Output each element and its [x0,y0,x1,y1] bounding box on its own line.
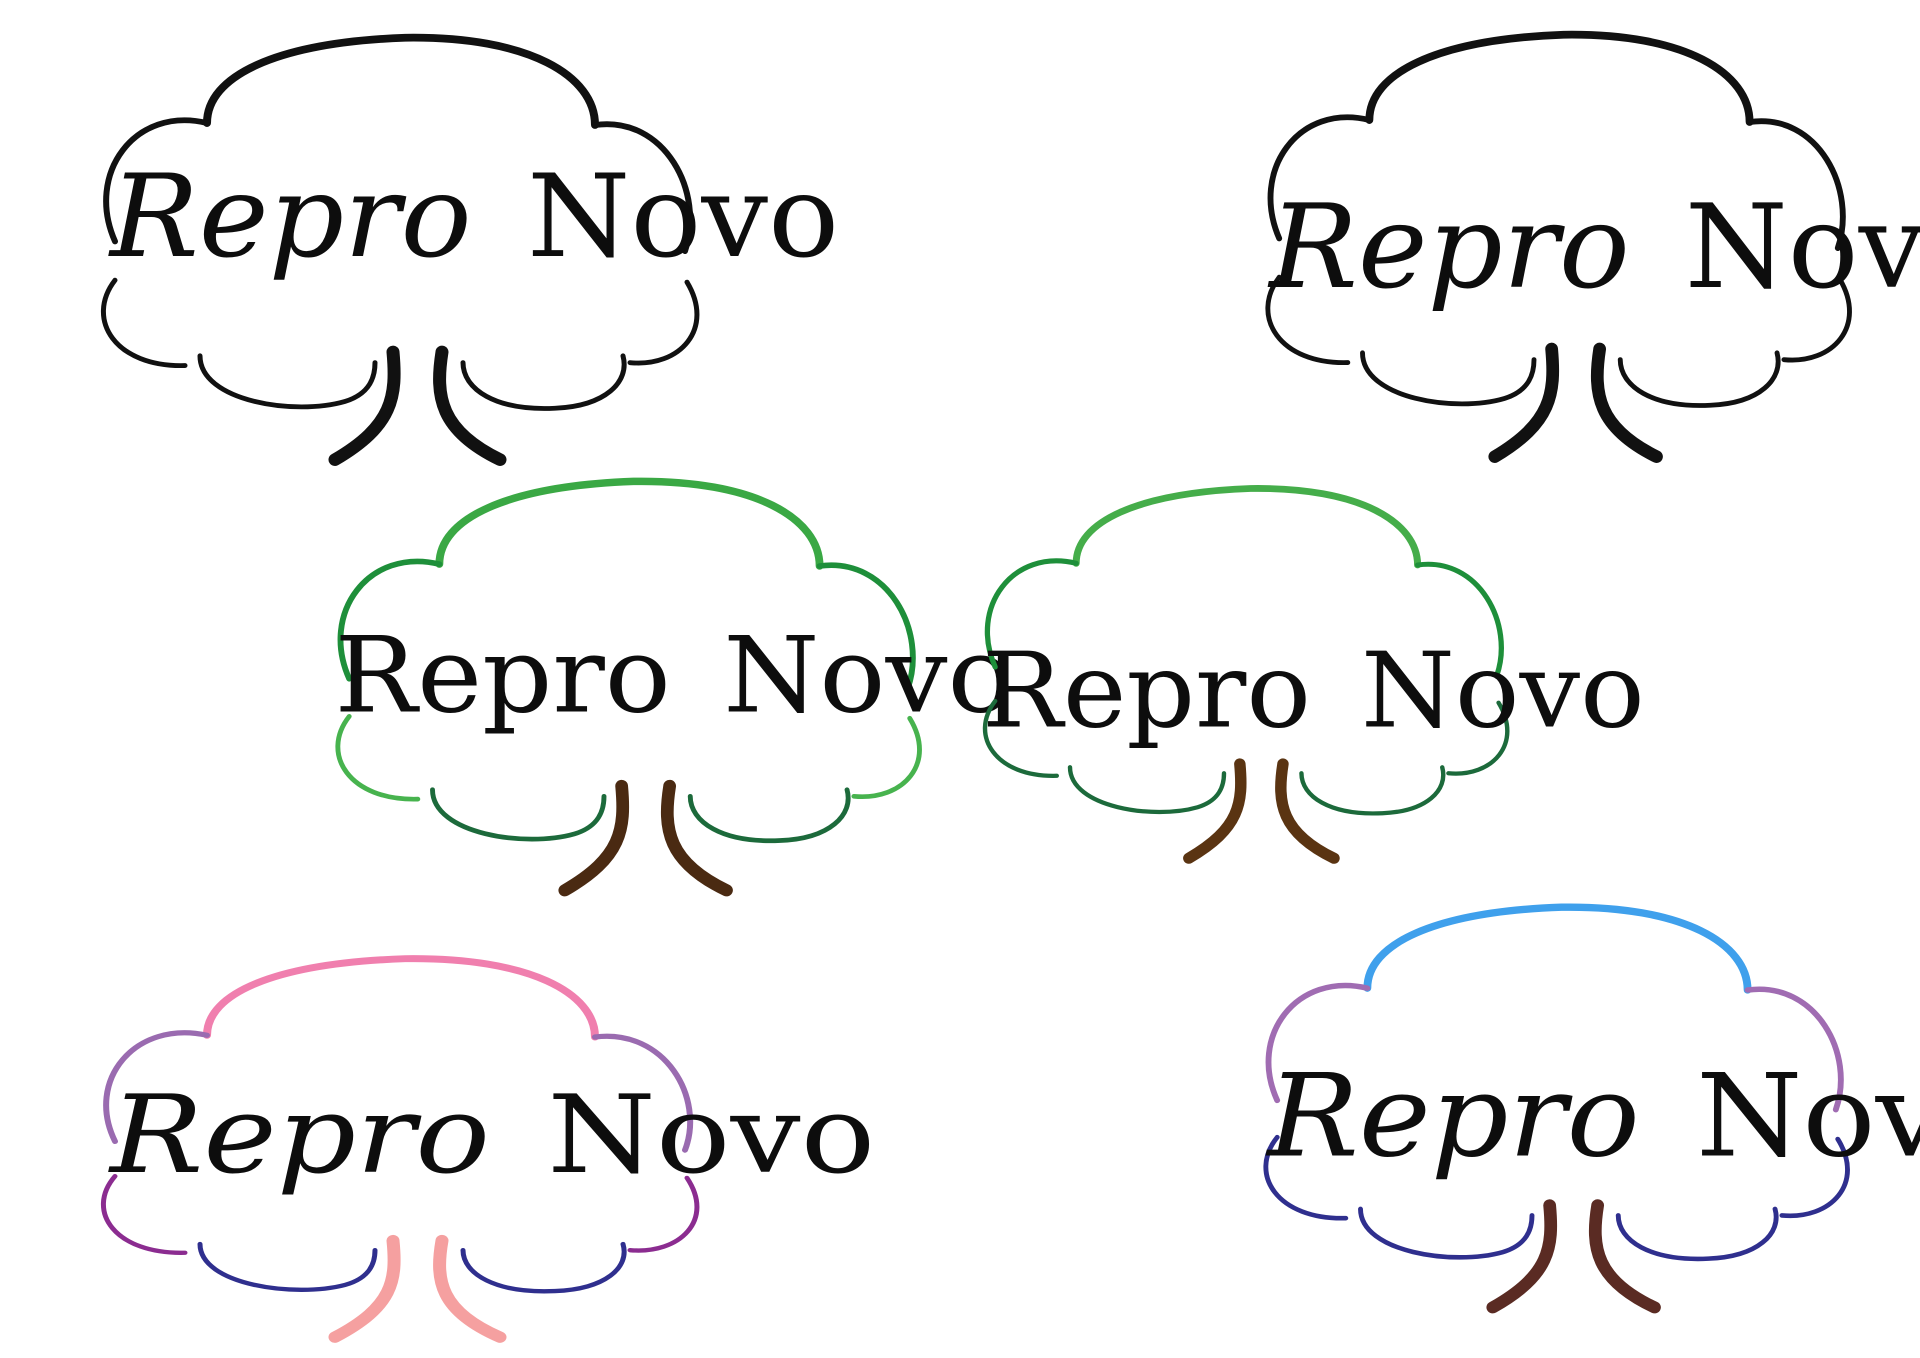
tree-stroke-ul [1267,114,1373,242]
wordmark-repro: Repro [982,630,1311,751]
tree-stroke-ur [1746,118,1846,252]
wordmark-repro: Repro [1267,178,1629,314]
tree-stroke-tl [1486,1199,1558,1314]
tree-stroke-top [435,477,824,570]
tree-outline [101,33,700,466]
tree-stroke-ll [982,698,1059,778]
tree-stroke-ll [335,714,421,802]
wordmark-novo: Novo [1361,630,1645,751]
wordmark: Repro Novo [335,615,1014,737]
tree-outline [335,477,922,897]
wordmark-repro: Repro [108,1073,490,1198]
tree-stroke-tl [328,345,401,466]
tree-stroke-bl [1067,765,1227,815]
tree-stroke-ur [592,1033,694,1153]
tree-stroke-tr [1589,1199,1661,1314]
tree-stroke-top [1072,485,1422,569]
tree-stroke-top [203,33,599,129]
tree-outline [982,485,1510,864]
wordmark-novo: Novo [1685,178,1920,314]
wordmark-novo: Novo [527,151,839,284]
tree-stroke-ur [592,121,694,255]
wordmark-repro: Repro [335,615,671,737]
tree-outline [1265,30,1852,463]
tree-stroke-bl [197,353,378,410]
tree-stroke-lr [1779,1136,1850,1219]
tree-stroke-br [460,353,627,411]
tree-stroke-top [203,955,599,1041]
tree-stroke-ul [1265,982,1371,1104]
tree-stroke-bl [430,787,607,842]
tree-stroke-tl [328,1234,401,1343]
wordmark-repro: Repro [108,151,472,284]
tree-stroke-lr [1781,276,1852,363]
wordmark: Repro Novo [108,1073,875,1198]
tree-stroke-br [1615,1206,1779,1262]
tree-stroke-ur [1414,561,1504,679]
tree-stroke-top [1363,903,1752,994]
tree-stroke-ll [101,277,188,368]
tree-stroke-lr [851,715,922,799]
tree-outline [101,955,700,1343]
logo-variant-3: Repro Novo [335,477,1014,897]
tree-stroke-br [687,787,851,844]
logo-variant-6: Repro Novo [1263,903,1920,1314]
tree-stroke-tr [433,345,507,466]
tree-stroke-ul [103,117,210,245]
wordmark: Repro Novo [108,151,839,284]
tree-stroke-tr [433,1234,507,1343]
wordmark-novo: Novo [547,1073,875,1198]
wordmark: Repro Novo [1267,178,1920,314]
tree-stroke-tl [1488,342,1560,463]
tree-stroke-ll [1265,274,1351,365]
tree-stroke-br [1617,350,1781,408]
wordmark-novo: Novo [723,615,1013,737]
logo-variant-2: Repro Novo [1265,30,1920,463]
wordmark: Repro Novo [1265,1050,1920,1183]
tree-stroke-bl [197,1241,378,1292]
tree-stroke-ul [103,1030,210,1145]
tree-stroke-lr [1446,700,1510,776]
logo-variant-5: Repro Novo [101,955,875,1343]
wordmark-repro: Repro [1265,1050,1639,1183]
tree-outline [1263,903,1850,1314]
tree-stroke-ul [984,558,1079,670]
tree-stroke-lr [627,279,700,366]
tree-stroke-ur [1744,986,1844,1113]
tree-stroke-bl [1360,350,1537,407]
tree-stroke-br [1299,765,1446,816]
tree-stroke-ul [337,558,443,682]
tree-stroke-tr [1275,758,1340,864]
logo-variant-4: Repro Novo [982,485,1645,864]
wordmark-novo: Novo [1696,1050,1920,1183]
wordmark: Repro Novo [982,630,1645,751]
tree-stroke-tr [1590,342,1663,463]
tree-stroke-br [460,1241,627,1294]
tree-stroke-lr [627,1175,700,1253]
tree-stroke-tr [661,779,733,897]
logo-variant-1: Repro Novo [101,33,839,466]
tree-stroke-top [1365,30,1754,126]
tree-stroke-ll [1263,1134,1349,1221]
tree-stroke-ur [816,562,916,692]
tree-stroke-bl [1358,1206,1535,1260]
tree-stroke-tl [1183,758,1247,864]
tree-stroke-ll [101,1174,188,1255]
tree-stroke-tl [558,779,630,897]
